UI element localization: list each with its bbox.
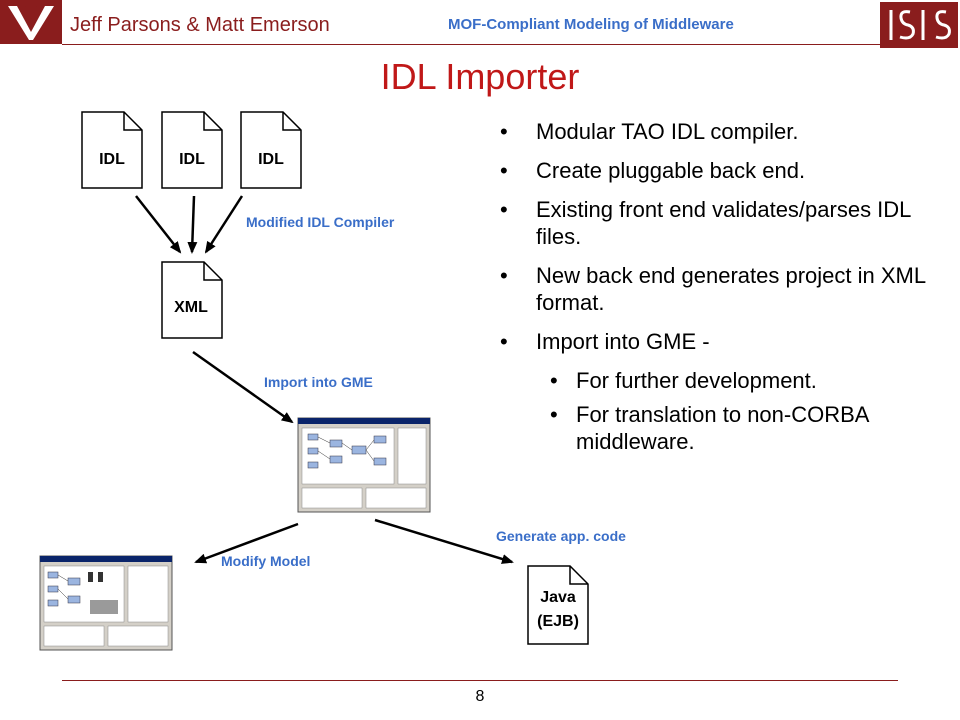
compiler-label: Modified IDL Compiler: [246, 214, 395, 230]
presentation-subtitle: MOF-Compliant Modeling of Middleware: [448, 16, 734, 33]
bullet-list: Modular TAO IDL compiler. Create pluggab…: [500, 118, 940, 462]
idl-document-3: IDL: [240, 111, 302, 189]
authors-text: Jeff Parsons & Matt Emerson: [70, 14, 330, 36]
slide-title: IDL Importer: [380, 56, 580, 97]
modify-label: Modify Model: [221, 553, 311, 569]
arrow-gme-to-modify: [194, 522, 299, 564]
java-document: Java (EJB): [527, 565, 589, 645]
idl-doc-label: IDL: [258, 151, 284, 168]
xml-doc-label: XML: [174, 299, 208, 316]
arrow-idl1-to-xml: [135, 195, 182, 254]
java-doc-label-line2: (EJB): [537, 613, 579, 630]
modify-model-screenshot: [39, 555, 173, 651]
generate-label: Generate app. code: [496, 528, 626, 544]
isis-logo: [880, 2, 958, 48]
java-doc-label-line1: Java: [540, 589, 576, 606]
page-number: 8: [475, 688, 485, 705]
bullet-item: New back end generates project in XML fo…: [500, 262, 940, 316]
sub-bullet-item: For further development.: [500, 367, 940, 394]
arrow-idl3-to-xml: [204, 195, 244, 254]
bullet-item: Create pluggable back end.: [500, 157, 940, 184]
arrow-gme-to-java: [374, 518, 514, 564]
idl-document-1: IDL: [81, 111, 143, 189]
gme-screenshot: [297, 417, 431, 513]
arrow-idl2-to-xml: [187, 195, 198, 254]
footer-divider: [62, 680, 898, 681]
sub-bullet-item: For translation to non-CORBA middleware.: [500, 401, 940, 455]
idl-doc-label: IDL: [179, 151, 205, 168]
bullet-item: Existing front end validates/parses IDL …: [500, 196, 940, 250]
arrow-xml-to-gme: [192, 350, 294, 424]
idl-document-2: IDL: [161, 111, 223, 189]
bullet-item: Import into GME -: [500, 328, 940, 355]
idl-doc-label: IDL: [99, 151, 125, 168]
import-label: Import into GME: [264, 374, 373, 390]
header-divider: [62, 44, 882, 45]
vanderbilt-logo: [0, 0, 62, 44]
bullet-item: Modular TAO IDL compiler.: [500, 118, 940, 145]
xml-document: XML: [161, 261, 223, 339]
